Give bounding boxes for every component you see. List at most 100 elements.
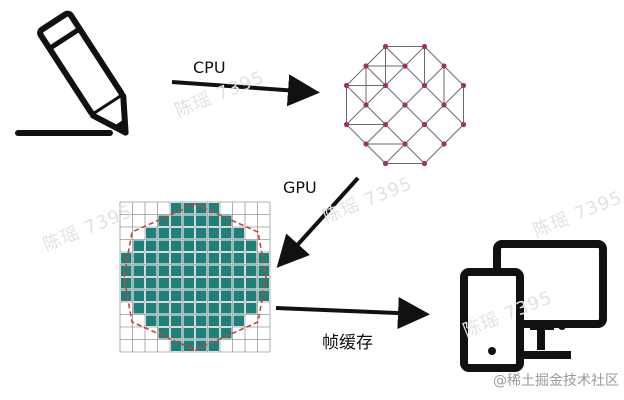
raster-pixel [183, 240, 194, 251]
raster-pixel [208, 215, 219, 226]
framebuffer-label: 帧缓存 [322, 333, 373, 353]
raster-pixel [146, 315, 157, 326]
vertex-mesh-icon [343, 43, 467, 167]
mesh-vertex [402, 102, 408, 108]
raster-pixel [133, 303, 144, 314]
raster-pixel [183, 290, 194, 301]
mesh-edge [404, 143, 425, 164]
mesh-vertex [382, 121, 389, 128]
raster-pixel [221, 315, 232, 326]
mesh-vertex [460, 121, 467, 128]
raster-pixel [133, 290, 144, 301]
raster-pixel [146, 265, 157, 276]
raster-pixel [158, 228, 169, 239]
raster-pixel [233, 278, 244, 289]
raster-pixel [196, 278, 207, 289]
raster-pixel [183, 203, 194, 214]
mesh-edge [424, 85, 445, 106]
mesh-vertex [441, 63, 447, 69]
mesh-edge [404, 104, 425, 125]
raster-pixel [258, 278, 269, 289]
raster-pixel [208, 228, 219, 239]
mesh-edge [424, 124, 445, 145]
mesh-edge [443, 124, 464, 145]
mesh-edge [443, 104, 464, 125]
mesh-vertex [343, 82, 350, 89]
raster-pixel [221, 290, 232, 301]
raster-pixel [208, 203, 219, 214]
footer-watermark: @稀土掘金技术社区 [493, 373, 619, 389]
mesh-edge [404, 46, 425, 67]
raster-pixel [196, 303, 207, 314]
raster-pixel [196, 253, 207, 264]
raster-pixel [196, 328, 207, 339]
mesh-edge [365, 65, 386, 86]
raster-pixel [246, 253, 257, 264]
raster-pixel [183, 315, 194, 326]
raster-pixel [196, 340, 207, 351]
raster-pixel [133, 240, 144, 251]
raster-grid-icon [119, 201, 271, 353]
mesh-vertex [402, 141, 408, 147]
raster-pixel [221, 328, 232, 339]
raster-pixel [171, 340, 182, 351]
raster-pixel [158, 303, 169, 314]
raster-pixel [171, 265, 182, 276]
mesh-vertex [363, 102, 369, 108]
mesh-vertex [382, 43, 389, 50]
raster-pixel [196, 240, 207, 251]
mesh-edge [424, 143, 445, 164]
mesh-edge [404, 124, 425, 145]
raster-pixel [208, 340, 219, 351]
raster-pixel [183, 328, 194, 339]
raster-pixel [221, 228, 232, 239]
mesh-vertex [363, 63, 369, 69]
mesh-edge [365, 85, 386, 106]
mesh-vertex [363, 141, 369, 147]
raster-pixel [158, 215, 169, 226]
mesh-vertex [441, 102, 447, 108]
raster-pixel [171, 303, 182, 314]
raster-pixel [133, 265, 144, 276]
raster-pixel [146, 278, 157, 289]
raster-pixel [146, 303, 157, 314]
raster-pixel [121, 278, 132, 289]
raster-pixel [196, 290, 207, 301]
raster-pixel [196, 265, 207, 276]
raster-pixel [183, 253, 194, 264]
raster-pixel [183, 340, 194, 351]
raster-pixel [221, 240, 232, 251]
pencil-icon [15, 10, 129, 136]
mesh-vertex [460, 82, 467, 89]
mesh-edge [385, 104, 406, 125]
raster-pixel [208, 303, 219, 314]
raster-pixel [121, 290, 132, 301]
mesh-edge [385, 124, 406, 145]
mesh-edge [365, 104, 386, 125]
raster-pixel [146, 290, 157, 301]
mesh-edge [443, 65, 464, 86]
raster-pixel [233, 265, 244, 276]
raster-pixel [158, 278, 169, 289]
mesh-vertex [421, 121, 428, 128]
raster-pixel [208, 265, 219, 276]
mesh-edge [365, 143, 386, 164]
mesh-vertex [441, 141, 447, 147]
raster-pixel [208, 253, 219, 264]
mesh-edge [385, 65, 406, 86]
raster-pixel [146, 228, 157, 239]
raster-pixel [196, 203, 207, 214]
mesh-edge [385, 85, 406, 106]
raster-pixel [133, 278, 144, 289]
mesh-edge [346, 124, 367, 145]
mesh-edge [424, 46, 445, 67]
cpu-arrow [171, 74, 320, 107]
mesh-edge [424, 104, 445, 125]
raster-pixel [246, 278, 257, 289]
raster-pixel [158, 265, 169, 276]
raster-pixel [196, 215, 207, 226]
raster-pixel [258, 253, 269, 264]
mesh-edge [346, 65, 367, 86]
cpu-label: CPU [193, 58, 226, 77]
